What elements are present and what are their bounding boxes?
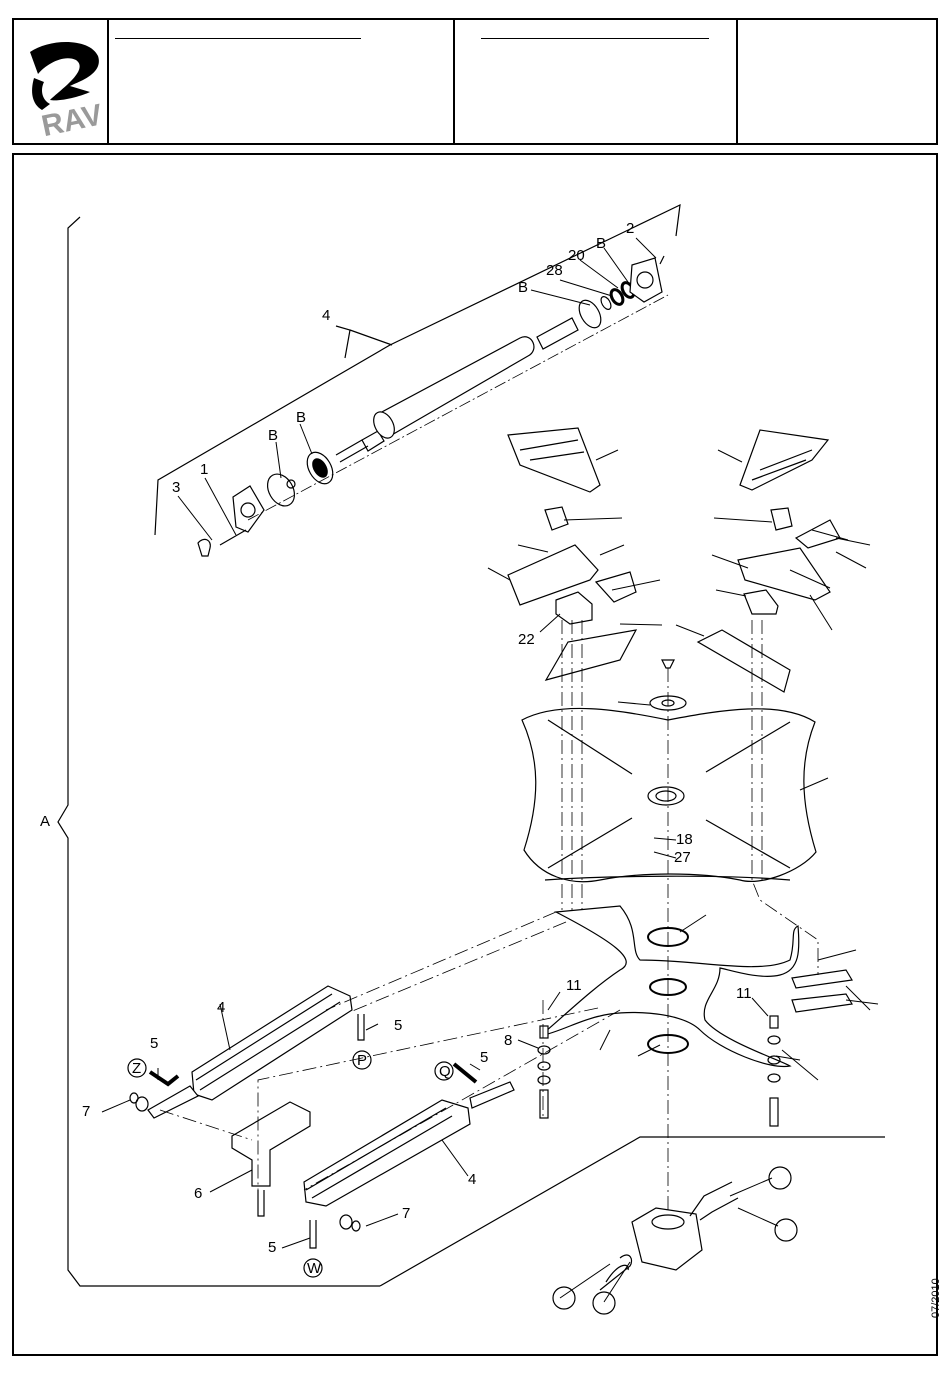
bolt-stack-left	[538, 1026, 550, 1118]
group-bracket-a	[58, 217, 380, 1286]
circle-p-label: P	[357, 1052, 367, 1069]
callout-circle-empty	[553, 1287, 575, 1309]
callout-4: 4	[468, 1171, 476, 1188]
bolt-stack-right	[768, 1016, 780, 1126]
callout-8: 8	[504, 1032, 512, 1049]
callout-28: 28	[546, 262, 563, 279]
callout-11: 11	[566, 977, 582, 994]
circle-q-label: Q	[439, 1063, 451, 1080]
revision-date-text: 07/2010	[930, 1278, 942, 1318]
callout-b: B	[296, 409, 306, 426]
circle-z-label: Z	[132, 1060, 141, 1077]
callout-6: 6	[194, 1185, 202, 1202]
callout-5: 5	[150, 1035, 158, 1052]
callout-1: 1	[200, 461, 208, 478]
shim-plate	[792, 970, 852, 988]
callout-3: 3	[172, 479, 180, 496]
callout-22: 22	[518, 631, 535, 648]
callout-b: B	[596, 235, 606, 252]
callout-20: 20	[568, 247, 585, 264]
cylinder-group-outline	[155, 205, 680, 535]
top-pads	[508, 428, 828, 492]
callout-4: 4	[217, 999, 225, 1016]
callout-27: 27	[674, 849, 691, 866]
upper-cylinder-assembly	[198, 256, 668, 556]
lower-cylinder-z	[148, 986, 352, 1118]
revision-date: 07/2010	[928, 1260, 944, 1320]
callout-7: 7	[402, 1205, 410, 1222]
callout-circle-empty	[769, 1167, 791, 1189]
callout-11: 11	[736, 985, 752, 1002]
callout-b: B	[518, 279, 528, 296]
callout-4: 4	[322, 307, 330, 324]
callout-5: 5	[480, 1049, 488, 1066]
pin-q	[454, 1064, 476, 1082]
shim-plate	[792, 994, 852, 1012]
callout-circle-empty	[593, 1292, 615, 1314]
cylinder-bracket	[232, 1102, 310, 1186]
callout-5: 5	[268, 1239, 276, 1256]
lower-cylinder-w	[304, 1082, 514, 1206]
callout-5: 5	[394, 1017, 402, 1034]
pin-z	[150, 1072, 178, 1084]
center-screw	[662, 660, 674, 668]
callout-b: B	[268, 427, 278, 444]
circle-w-label: W	[307, 1260, 322, 1277]
label-group-a: A	[40, 813, 50, 830]
callout-18: 18	[676, 831, 693, 848]
rotary-valve-block	[600, 1182, 738, 1290]
pin-p	[358, 1014, 364, 1040]
callout-7: 7	[82, 1103, 90, 1120]
pin-w	[310, 1220, 316, 1248]
callout-circle-empty	[775, 1219, 797, 1241]
callout-2: 2	[626, 220, 634, 237]
slide-blocks	[508, 507, 840, 624]
